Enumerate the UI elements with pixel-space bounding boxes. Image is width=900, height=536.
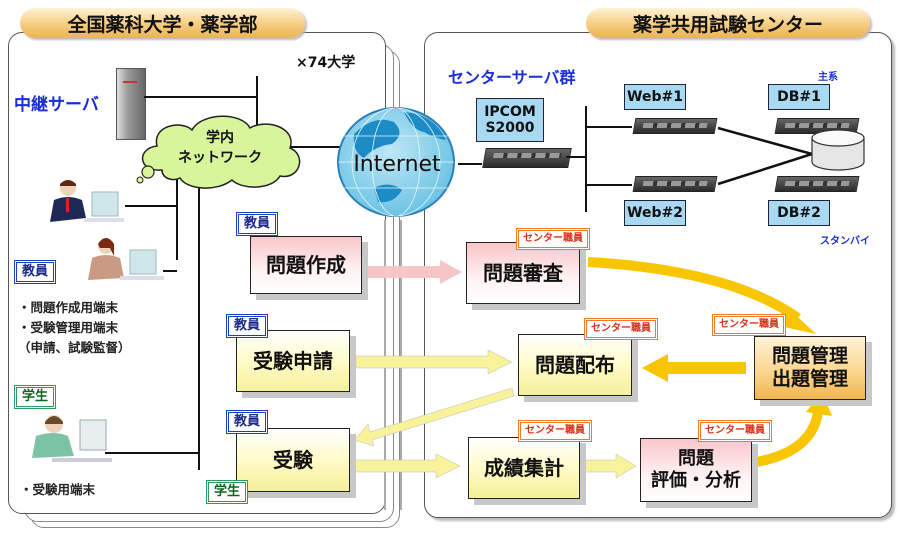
web1-label: Web#1 (624, 84, 686, 110)
arrow-tally-to-evaluate (583, 453, 637, 479)
center-server-group-label: センターサーバ群 (448, 68, 576, 87)
process-review: 問題審査 (466, 242, 580, 304)
student-terminal-icon (32, 415, 112, 462)
web1-link (586, 126, 632, 128)
db1-label: DB#1 (768, 84, 830, 110)
process-evaluate-line2: 評価・分析 (651, 470, 741, 491)
ipcom-label-line2: S2000 (485, 120, 535, 136)
staff-role-badge: センター職員 (518, 420, 592, 442)
teacher-role-badge: 教員 (236, 212, 279, 236)
arrow-manage-to-distribute (642, 354, 746, 382)
database-storage-icon (811, 129, 865, 171)
campus-to-internet-link (290, 146, 340, 148)
teacher-terminal-note: ・受験管理用端末 (18, 320, 119, 335)
staff-role-badge: センター職員 (698, 420, 772, 442)
arrow-evaluate-to-manage (755, 392, 832, 467)
staff-role-badge: センター職員 (516, 228, 590, 250)
student-role-badge: 学生 (14, 385, 57, 409)
staff-role-badge: センター職員 (584, 318, 658, 340)
teacher-male-terminal-icon (50, 180, 124, 222)
teacher-terminal-notes: ・問題作成用端末 ・受験管理用端末 （申請、試験監督） (18, 298, 131, 358)
process-evaluate: 問題評価・分析 (640, 438, 752, 502)
relay-server-link (144, 96, 258, 98)
ipcom-link (566, 156, 586, 158)
teacher-terminal-note: ・問題作成用端末 (18, 300, 119, 315)
center-bus-line (585, 106, 587, 212)
internet-globe-icon (337, 107, 455, 217)
student-link (105, 452, 199, 454)
process-distribute: 問題配布 (518, 334, 632, 396)
arrow-create-to-review (362, 260, 462, 284)
teacher1-link (125, 205, 177, 207)
terminal-bus-line-2 (198, 170, 200, 470)
process-create: 問題作成 (250, 236, 362, 294)
process-apply: 受験申請 (236, 330, 350, 392)
db2-label: DB#2 (768, 200, 830, 226)
teacher-terminal-note: （申請、試験監督） (18, 340, 131, 355)
ipcom-label-line1: IPCOM (484, 103, 536, 120)
relay-server-label: 中継サーバ (14, 95, 99, 115)
campus-network-label: 学内 ネットワーク (160, 128, 280, 168)
process-tally: 成績集計 (468, 437, 580, 499)
university-title: 全国薬科大学・薬学部 (20, 8, 305, 38)
standby-label: スタンバイ (820, 236, 870, 247)
process-evaluate-line1: 問題 (678, 448, 714, 470)
campus-network-label-line1: 学内 (206, 130, 234, 146)
teacher-role-badge: 教員 (14, 260, 57, 284)
web-db-links (717, 126, 813, 186)
relay-bus-line (256, 76, 258, 146)
campus-network-cloud-icon (136, 115, 301, 189)
teacher-role-badge: 教員 (226, 410, 269, 434)
arrow-review-to-manage (587, 257, 816, 334)
web2-link (586, 184, 632, 186)
relay-server-icon (116, 68, 146, 140)
process-exam: 受験 (236, 428, 350, 492)
arrow-distribute-to-exam (353, 387, 515, 447)
arrow-apply-to-distribute (355, 349, 513, 375)
internet-label: Internet (353, 152, 441, 177)
student-role-badge: 学生 (206, 480, 249, 504)
teacher2-link (163, 270, 177, 272)
process-manage-line1: 問題管理 (771, 345, 848, 368)
student-terminal-note: ・受験用端末 (20, 482, 96, 497)
terminal-bus-line-1 (176, 170, 178, 260)
campus-network-label-line2: ネットワーク (178, 150, 262, 166)
university-count: ×74大学 (296, 55, 356, 71)
teacher-female-terminal-icon (88, 238, 164, 280)
arrow-exam-to-tally (351, 453, 461, 479)
center-title: 薬学共用試験センター (586, 8, 870, 38)
web2-label: Web#2 (624, 200, 686, 226)
process-manage-line2: 出題管理 (771, 368, 848, 390)
internet-to-ipcom-link (458, 163, 482, 165)
staff-role-badge: センター職員 (712, 314, 786, 336)
teacher-role-badge: 教員 (226, 314, 269, 338)
primary-label: 主系 (818, 72, 838, 83)
process-manage: 問題管理出題管理 (754, 336, 866, 400)
